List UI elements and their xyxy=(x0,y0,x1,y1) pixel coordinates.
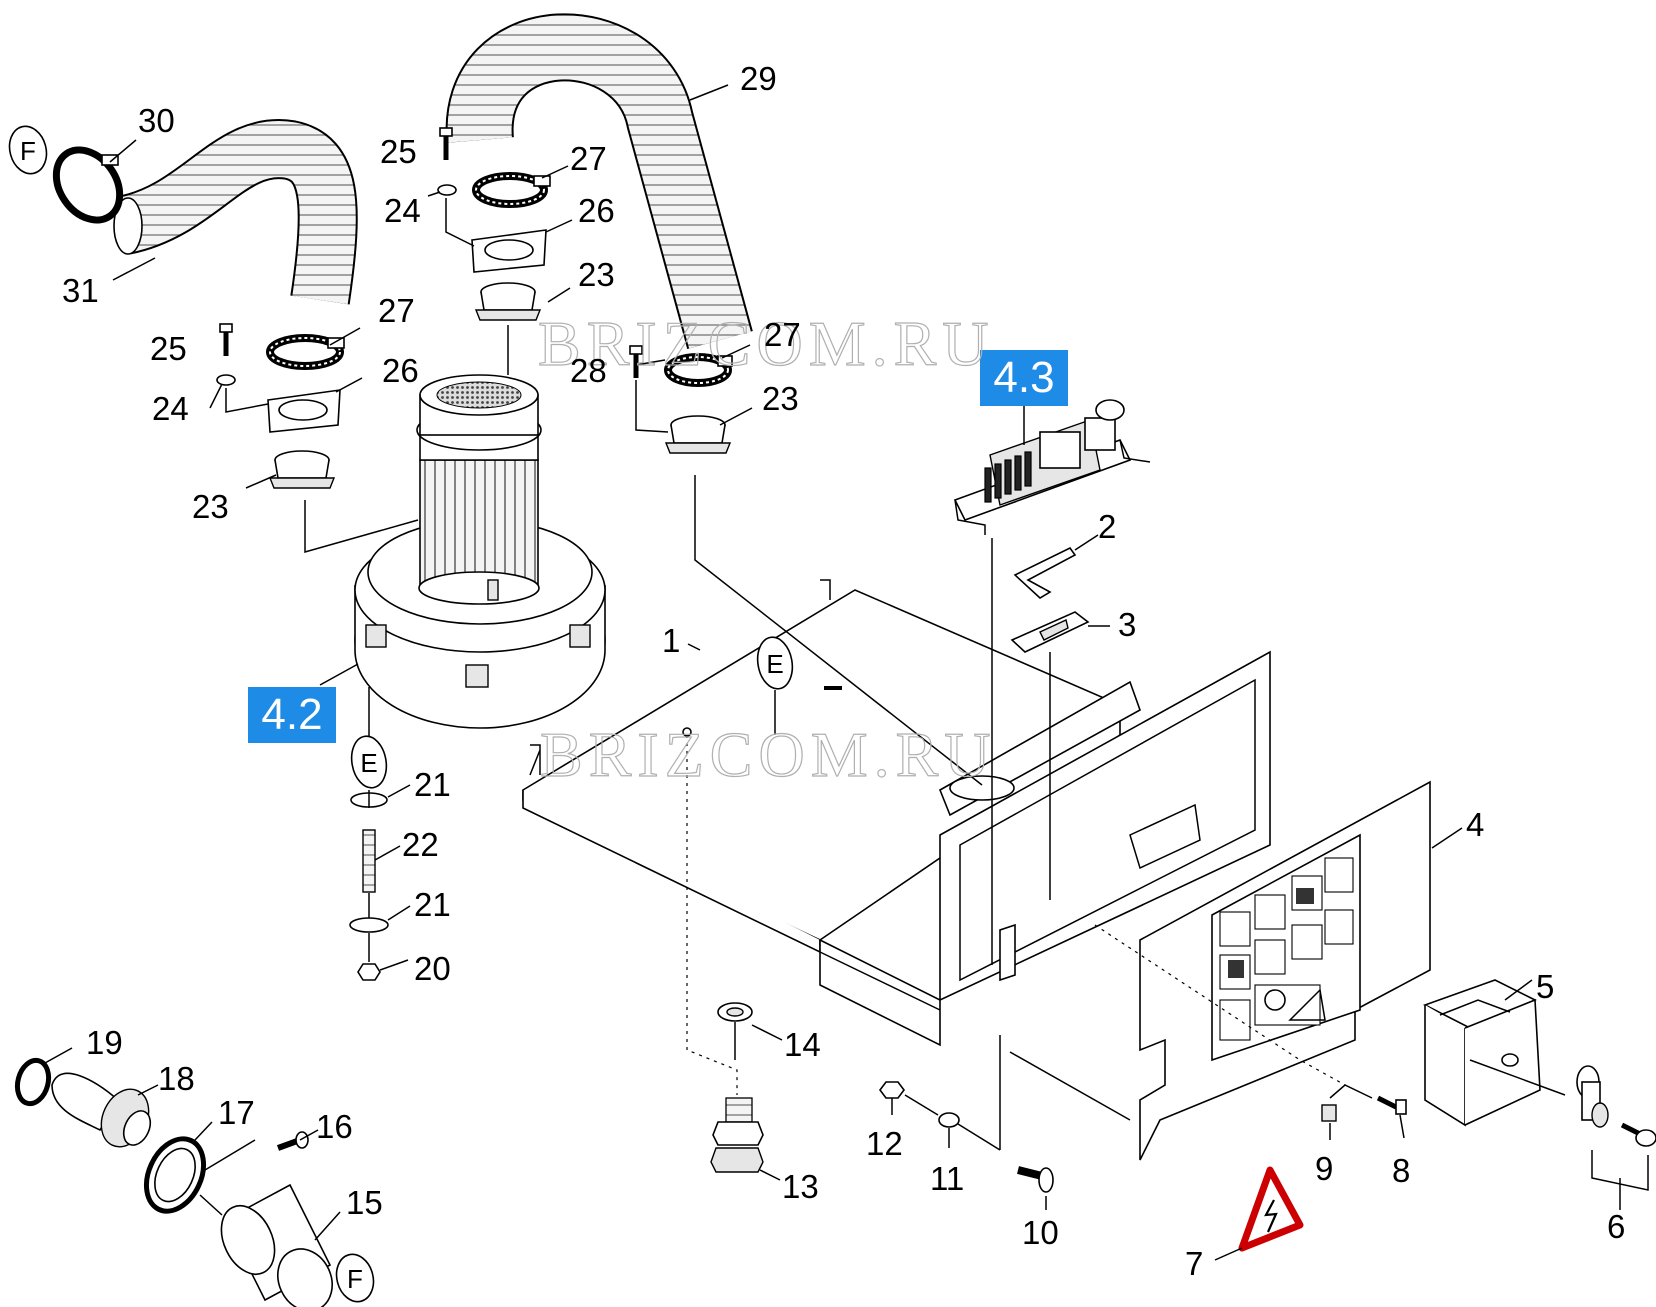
label-23-middle: 23 xyxy=(578,256,615,293)
section-ref-4-2: 4.2 xyxy=(261,690,322,739)
label-21-top: 21 xyxy=(414,766,451,803)
marker-f-top-text: F xyxy=(20,136,36,166)
label-18: 18 xyxy=(158,1060,195,1097)
label-21-bottom: 21 xyxy=(414,886,451,923)
screw-25-left xyxy=(219,323,233,356)
label-27-left: 27 xyxy=(378,292,415,329)
clip-9 xyxy=(1321,1104,1337,1122)
marker-f-bottom-text: F xyxy=(347,1264,363,1294)
label-19: 19 xyxy=(86,1024,123,1061)
coupling-17 xyxy=(143,1136,207,1214)
watermark-top: BRIZCOM.RU xyxy=(538,308,995,379)
label-26-left: 26 xyxy=(382,352,419,389)
section-ref-4-3-badge xyxy=(980,350,1068,406)
gasket-26-middle xyxy=(471,229,547,273)
label-20: 20 xyxy=(414,950,451,987)
screw-28 xyxy=(629,345,643,378)
fitting-13 xyxy=(710,1097,764,1173)
label-8: 8 xyxy=(1392,1152,1410,1189)
label-4: 4 xyxy=(1466,806,1484,843)
clamp-27-middle xyxy=(472,172,551,208)
marker-f-bottom: F xyxy=(335,1253,375,1303)
label-23-right: 23 xyxy=(762,380,799,417)
box-5 xyxy=(1422,979,1541,1127)
label-29: 29 xyxy=(740,60,777,97)
label-6: 6 xyxy=(1607,1208,1625,1245)
hose-31-end xyxy=(113,197,143,255)
label-23-left: 23 xyxy=(192,488,229,525)
label-1: 1 xyxy=(662,622,680,659)
assembly-lines xyxy=(199,198,1649,1216)
label-17: 17 xyxy=(218,1094,255,1131)
label-27-middle: 27 xyxy=(570,140,607,177)
label-24-left: 24 xyxy=(152,390,189,427)
bolt-10 xyxy=(1017,1166,1054,1193)
washer-24-left xyxy=(216,374,236,386)
label-28: 28 xyxy=(570,352,607,389)
label-13: 13 xyxy=(782,1168,819,1205)
clamp-27-left xyxy=(266,334,345,370)
label-26-middle: 26 xyxy=(578,192,615,229)
screw-25-top xyxy=(439,127,453,160)
label-3: 3 xyxy=(1118,606,1136,643)
label-7: 7 xyxy=(1185,1245,1203,1282)
screw-8 xyxy=(1376,1095,1407,1115)
marker-e-foot: E xyxy=(350,735,388,789)
label-24-top: 24 xyxy=(384,192,421,229)
label-31: 31 xyxy=(62,272,99,309)
label-16: 16 xyxy=(316,1108,353,1145)
washer-11 xyxy=(938,1112,960,1128)
plug-18 xyxy=(51,1072,152,1148)
label-5: 5 xyxy=(1536,968,1554,1005)
leader-lines xyxy=(44,84,1621,1261)
connector-23-right xyxy=(664,415,732,454)
lock-6 xyxy=(1576,1065,1656,1147)
washer-21-bottom xyxy=(349,917,389,933)
label-15: 15 xyxy=(346,1184,383,1221)
connector-23-left xyxy=(268,450,336,489)
part-labels: 1 2 3 4 5 6 7 8 9 10 11 12 13 14 15 16 1… xyxy=(62,60,1625,1282)
marker-e-text: E xyxy=(766,649,783,679)
nut-12 xyxy=(879,1081,905,1099)
cover-panel-4 xyxy=(1139,780,1431,1161)
bracket-2 xyxy=(1013,546,1077,599)
label-25-top: 25 xyxy=(380,133,417,170)
label-30: 30 xyxy=(138,102,175,139)
blower-assembly xyxy=(354,374,606,729)
section-ref-4-2-badge xyxy=(248,687,336,743)
nut-20 xyxy=(357,963,381,981)
gasket-26-left xyxy=(267,389,341,433)
label-25-left: 25 xyxy=(150,330,187,367)
marker-e-frame: E xyxy=(756,636,794,690)
nut-14 xyxy=(717,1002,753,1022)
socket-15 xyxy=(220,1183,333,1307)
label-27-right: 27 xyxy=(764,316,801,353)
watermark-middle: BRIZCOM.RU xyxy=(540,719,997,790)
terminal-block-assembly xyxy=(953,399,1151,535)
warning-symbol-7 xyxy=(1238,1166,1304,1252)
stud-22 xyxy=(362,829,376,893)
label-10: 10 xyxy=(1022,1214,1059,1251)
label-2: 2 xyxy=(1098,508,1116,545)
washer-24-top xyxy=(437,184,457,196)
label-11: 11 xyxy=(930,1160,964,1197)
frame-1 xyxy=(522,579,1271,1047)
ring-19 xyxy=(14,1057,52,1107)
marker-e-foot-text: E xyxy=(360,748,377,778)
label-22: 22 xyxy=(402,826,439,863)
label-12: 12 xyxy=(866,1125,903,1162)
label-9: 9 xyxy=(1315,1150,1333,1187)
part-3 xyxy=(1010,611,1090,653)
connector-23-middle xyxy=(474,282,542,321)
marker-f-top: F xyxy=(8,125,48,175)
clamp-30 xyxy=(52,146,124,224)
screw-16 xyxy=(276,1131,309,1151)
label-14: 14 xyxy=(784,1026,821,1063)
section-ref-4-3: 4.3 xyxy=(993,353,1054,402)
